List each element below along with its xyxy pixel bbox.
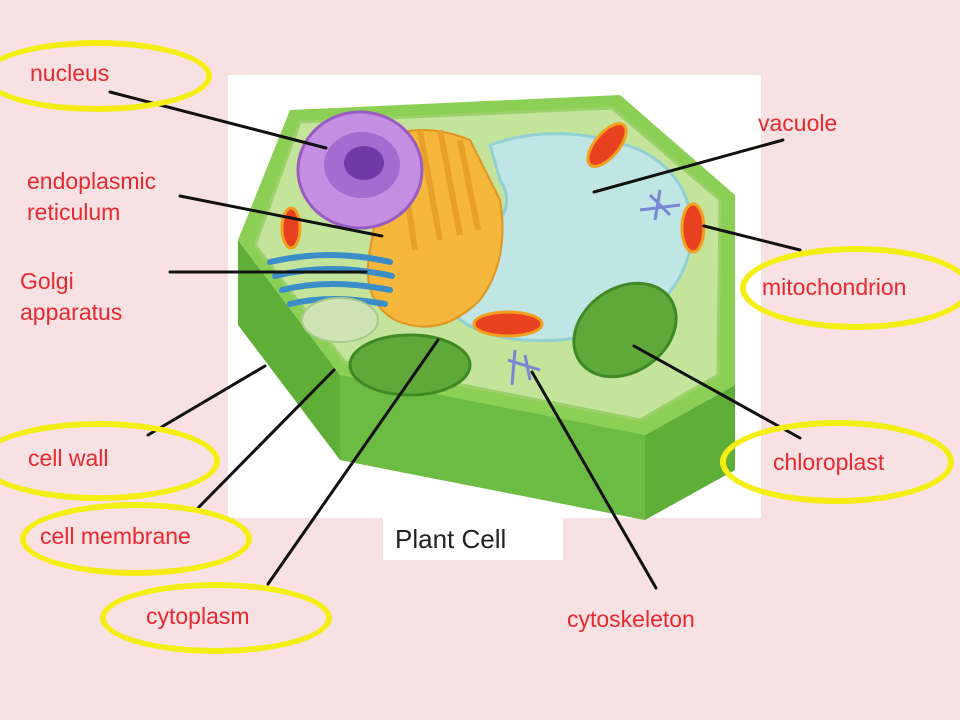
leader-chloroplast: [632, 344, 802, 440]
label-cell-wall: cell wall: [28, 445, 109, 471]
label-cytoplasm: cytoplasm: [146, 603, 250, 629]
nucleus-shape: [296, 110, 424, 230]
label-cytoskeleton: cytoskeleton: [567, 606, 695, 632]
label-cell-membrane: cell membrane: [40, 523, 191, 549]
label-mitochondrion: mitochondrion: [762, 274, 907, 300]
leader-mitochondrion: [702, 224, 802, 252]
cell-wall-front: [340, 375, 645, 520]
label-endoplasmic-reticulum: endoplasmic reticulum: [27, 168, 157, 225]
leader-cytoplasm: [266, 338, 440, 586]
highlight-ring-cell-wall: [0, 421, 220, 501]
highlight-ring-mitochondrion: [740, 246, 960, 330]
label-nucleus: nucleus: [30, 60, 110, 86]
leader-lines: [108, 90, 802, 590]
label-golgi-apparatus: Golgi apparatus: [20, 268, 123, 325]
highlight-ring-cytoplasm: [100, 582, 332, 654]
leader-cytoskeleton: [530, 370, 658, 590]
leader-cell-membrane: [196, 368, 336, 510]
diagram-title: Plant Cell: [383, 518, 563, 560]
label-vacuole: vacuole: [758, 110, 838, 136]
highlight-ring-nucleus: [0, 40, 212, 112]
chloroplast-shapes: [348, 281, 678, 397]
label-chloroplast: chloroplast: [773, 449, 885, 475]
cytoskeleton-shapes: [507, 189, 681, 386]
leader-er: [178, 194, 384, 238]
highlight-ring-cell-membrane: [20, 502, 252, 576]
highlight-ring-chloroplast: [720, 420, 954, 504]
leader-vacuole: [592, 138, 785, 194]
leader-cell-wall: [146, 364, 267, 437]
golgi-vesicle-area: [301, 297, 379, 343]
